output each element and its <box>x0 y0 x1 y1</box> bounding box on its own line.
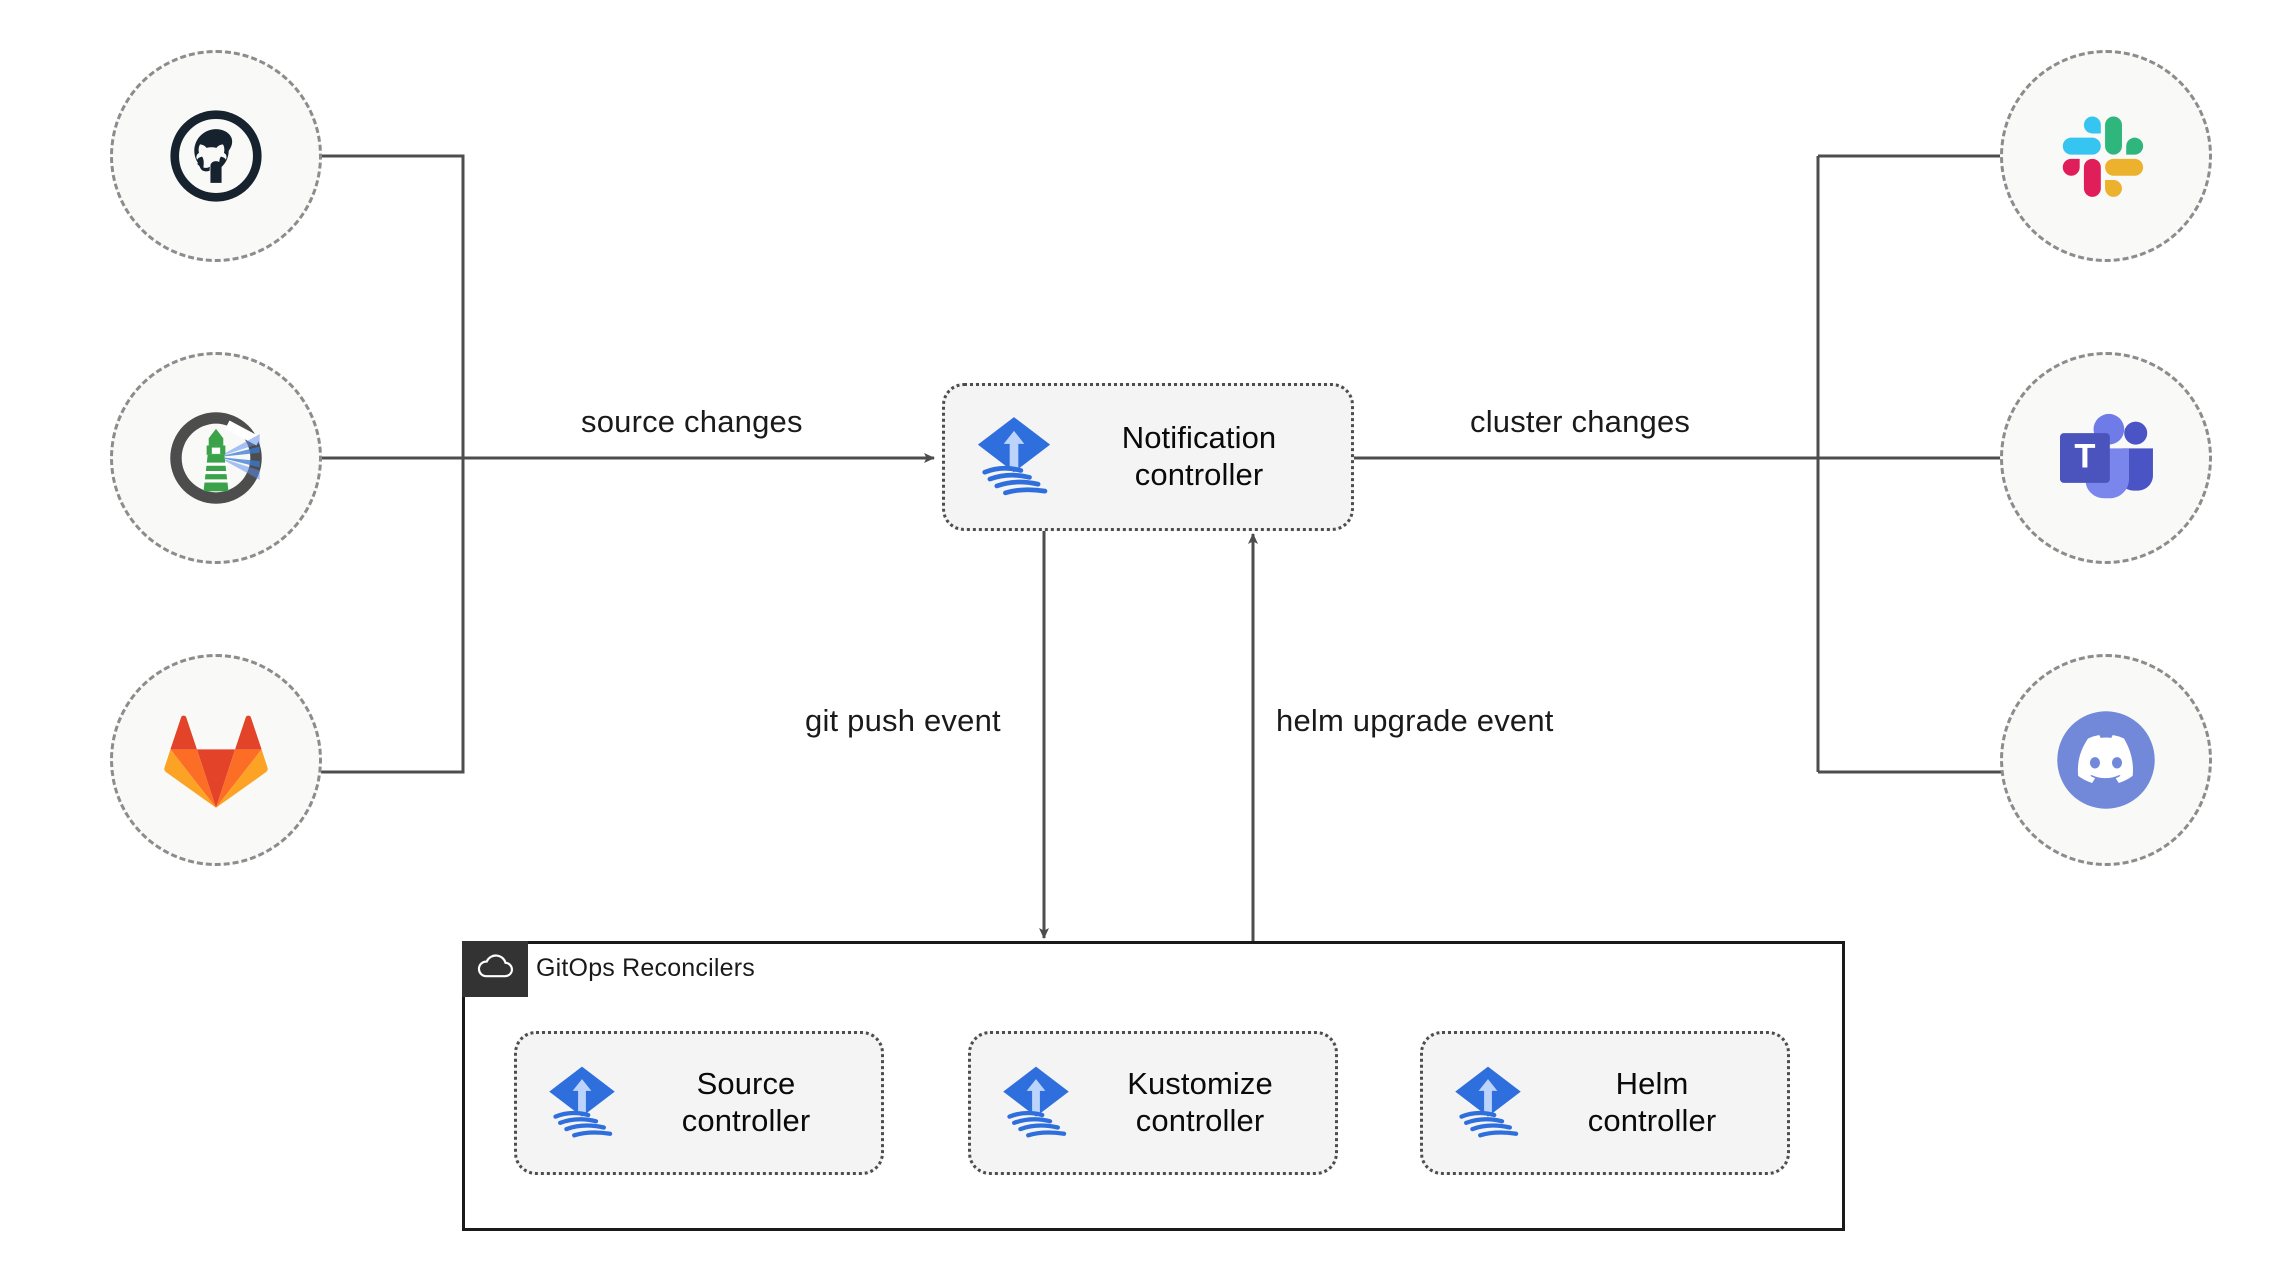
destination-node-discord[interactable] <box>2000 654 2212 866</box>
gitops-reconcilers-title: GitOps Reconcilers <box>536 954 755 982</box>
flux-controller-icon <box>971 412 1057 503</box>
slack-icon <box>2059 109 2153 203</box>
source-node-flux[interactable] <box>110 352 322 564</box>
flux-controller-icon <box>543 1062 621 1145</box>
edge-label-git-push-event: git push event <box>805 703 1001 738</box>
discord-icon <box>2048 702 2164 818</box>
flux-logo-icon <box>164 406 268 510</box>
edge-label-cluster-changes: cluster changes <box>1470 404 1691 439</box>
edge-label-helm-upgrade-event: helm upgrade event <box>1276 703 1554 738</box>
helm-controller-card[interactable]: Helm controller <box>1420 1031 1790 1175</box>
kustomize-controller-card[interactable]: Kustomize controller <box>968 1031 1338 1175</box>
flux-controller-icon <box>997 1062 1075 1145</box>
source-node-github[interactable] <box>110 50 322 262</box>
source-controller-label: Source controller <box>681 1066 811 1138</box>
kustomize-controller-label: Kustomize controller <box>1127 1066 1273 1138</box>
destination-node-slack[interactable] <box>2000 50 2212 262</box>
gitlab-icon <box>163 710 269 810</box>
teams-icon: T <box>2056 412 2156 504</box>
github-icon <box>168 108 264 204</box>
gitops-reconcilers-icon-tab <box>462 941 528 997</box>
helm-controller-label: Helm controller <box>1587 1066 1717 1138</box>
flux-controller-icon <box>1449 1062 1527 1145</box>
source-controller-card[interactable]: Source controller <box>514 1031 884 1175</box>
svg-text:T: T <box>2074 438 2095 476</box>
destination-node-teams[interactable]: T <box>2000 352 2212 564</box>
edge-label-source-changes: source changes <box>581 404 803 439</box>
notification-controller-card[interactable]: Notification controller <box>942 383 1354 531</box>
source-node-gitlab[interactable] <box>110 654 322 866</box>
cloud-icon <box>475 953 515 986</box>
notification-controller-label: Notification controller <box>1121 420 1277 492</box>
